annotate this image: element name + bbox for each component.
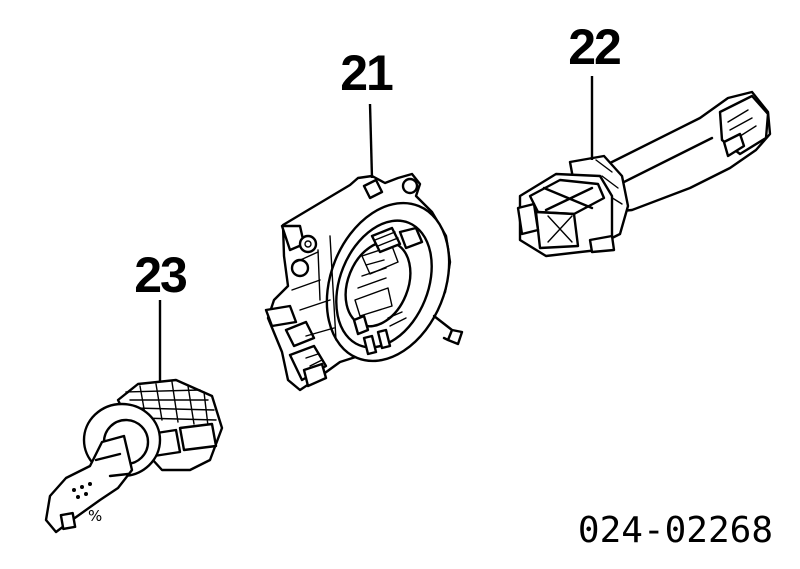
- svg-text:%: %: [88, 507, 102, 525]
- part-21-slip-ring: [264, 172, 464, 392]
- callout-21: 21: [340, 45, 393, 101]
- part-23-wiper-switch: %: [44, 378, 224, 534]
- callout-23: 23: [134, 247, 186, 303]
- leader-line-21: [368, 103, 374, 179]
- diagram-code: 024-02268: [578, 510, 773, 551]
- callout-22: 22: [568, 19, 620, 75]
- part-22-stalk-switch: [516, 90, 772, 258]
